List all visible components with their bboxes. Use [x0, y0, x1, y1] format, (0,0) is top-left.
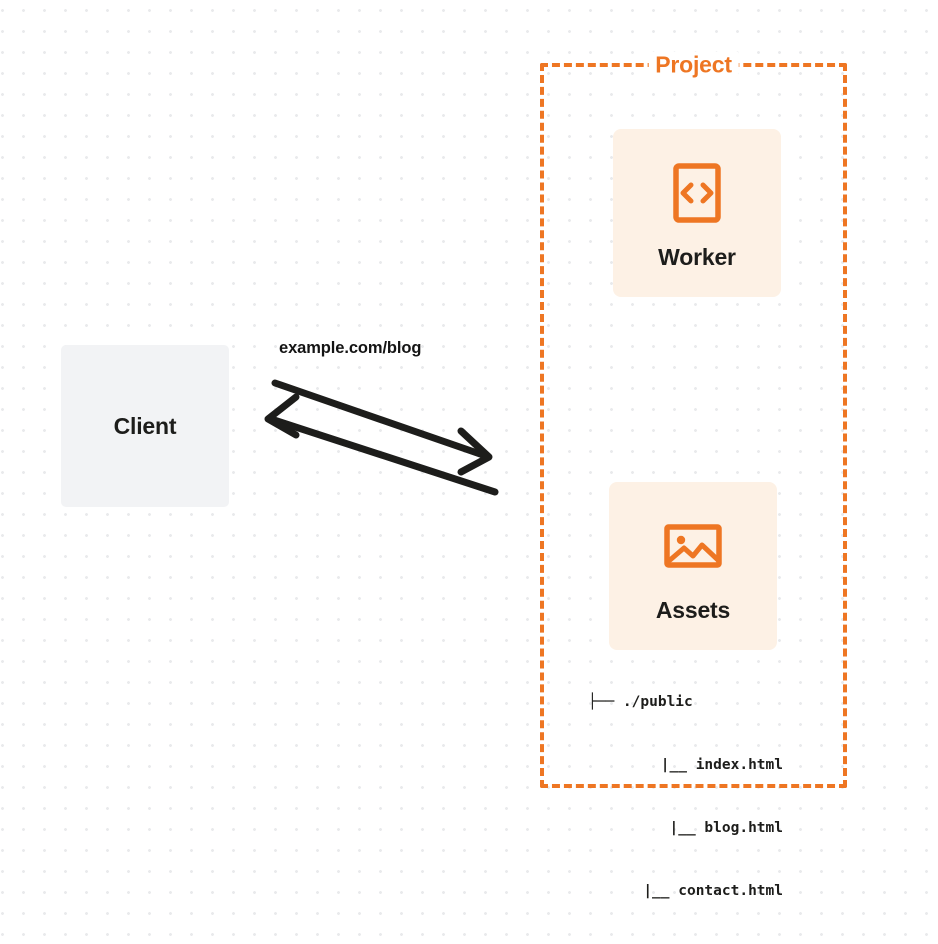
code-brackets-icon: [673, 162, 721, 223]
assets-file-tree: ├── ./public |__ index.html |__ blog.htm…: [588, 650, 783, 944]
response-arrow-icon: [264, 393, 499, 496]
image-icon: [664, 523, 722, 568]
file-tree-row: |__ contact.html: [643, 883, 783, 899]
worker-card[interactable]: Worker: [613, 129, 781, 297]
project-group: Project: [540, 51, 847, 788]
client-label: Client: [113, 412, 177, 439]
assets-card-label: Assets: [655, 596, 731, 623]
worker-card-label: Worker: [658, 243, 736, 270]
project-title: Project: [648, 51, 739, 79]
file-tree-row: |__ blog.html: [669, 820, 784, 836]
file-tree-row: |__ index.html: [660, 757, 783, 773]
diagram-canvas: Client example.com/blog Project Worker: [61, 51, 847, 899]
request-arrow-icon: [271, 379, 493, 476]
assets-card[interactable]: Assets: [609, 482, 777, 650]
file-tree-row: ├── ./public: [588, 694, 693, 710]
client-node[interactable]: Client: [61, 345, 229, 507]
edge-label-url: example.com/blog: [279, 339, 422, 357]
